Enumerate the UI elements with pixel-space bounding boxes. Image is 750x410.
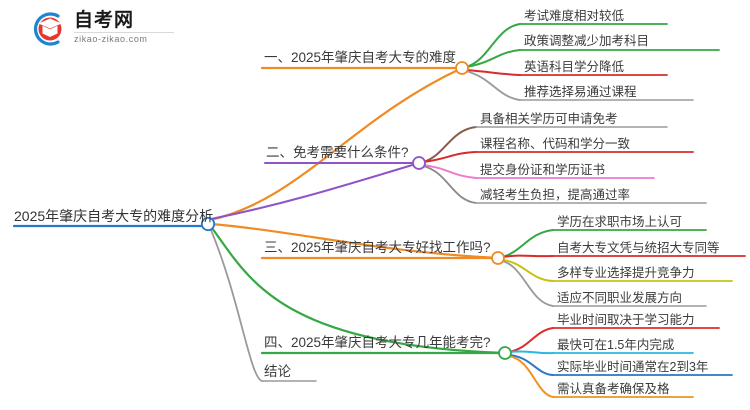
site-logo[interactable]: 自考网 zikao-zikao.com xyxy=(28,8,178,50)
branch-3-leaf-1-label[interactable]: 学历在求职市场上认可 xyxy=(557,215,683,229)
trunk-branch-2 xyxy=(210,162,420,220)
leaf-line-4-4 xyxy=(508,355,554,398)
leaf-line-1-2 xyxy=(465,49,521,68)
branch-1-label[interactable]: 一、2025年肇庆自考大专的难度 xyxy=(264,50,457,65)
branch-3-leaf-3-label[interactable]: 多样专业选择提升竞争力 xyxy=(557,266,695,280)
logo-divider xyxy=(74,32,174,33)
leaf-line-3-3 xyxy=(501,259,554,282)
leaf-line-3-4 xyxy=(501,260,554,307)
branch-1-node-circle[interactable] xyxy=(455,61,469,75)
branch-4-leaf-1-label[interactable]: 毕业时间取决于学习能力 xyxy=(557,313,695,327)
branch-3-node-circle[interactable] xyxy=(491,251,505,265)
branch-1-leaf-2-label[interactable]: 政策调整减少加考科目 xyxy=(524,34,650,48)
leaf-line-4-3 xyxy=(508,354,554,376)
leaf-line-1-3 xyxy=(465,69,521,76)
branch-4-leaf-3-label[interactable]: 实际毕业时间通常在2到3年 xyxy=(557,360,709,374)
leaf-line-4-1 xyxy=(508,327,554,353)
trunk-branch-5 xyxy=(210,229,263,382)
branch-5-label[interactable]: 结论 xyxy=(264,364,291,379)
branch-2-leaf-1-label[interactable]: 具备相关学历可申请免考 xyxy=(480,112,618,126)
trunk-branch-4 xyxy=(210,226,507,355)
branch-3-leaf-2-label[interactable]: 自考大专文凭与统招大专同等 xyxy=(557,241,720,255)
leaf-line-2-3 xyxy=(422,164,477,179)
branch-2-leaf-2-label[interactable]: 课程名称、代码和学分一致 xyxy=(480,137,631,151)
leaf-line-2-4 xyxy=(422,165,477,204)
branch-4-leaf-2-label[interactable]: 最快可在1.5年内完成 xyxy=(557,338,675,352)
graduation-cap-icon xyxy=(33,12,62,46)
leaf-line-4-2 xyxy=(508,350,554,355)
branch-2-leaf-4-label[interactable]: 减轻考生负担，提高通过率 xyxy=(480,188,631,202)
branch-1-leaf-3-label[interactable]: 英语科目学分降低 xyxy=(524,60,625,74)
leaf-line-2-1 xyxy=(422,126,477,163)
branch-4-node-circle[interactable] xyxy=(498,346,512,360)
root-node-circle[interactable] xyxy=(200,216,216,232)
branch-2-leaf-3-label[interactable]: 提交身份证和学历证书 xyxy=(480,163,606,177)
leaf-line-2-2 xyxy=(422,151,477,163)
logo-domain: zikao-zikao.com xyxy=(74,34,148,44)
branch-2-label[interactable]: 二、免考需要什么条件? xyxy=(266,145,409,160)
trunk-branch-1 xyxy=(208,66,464,222)
logo-brand: 自考网 xyxy=(74,10,135,31)
branch-1-leaf-4-label[interactable]: 推荐选择易通过课程 xyxy=(524,85,637,99)
leaf-line-1-4 xyxy=(465,70,521,101)
leaf-line-3-2 xyxy=(501,254,554,258)
branch-4-leaf-4-label[interactable]: 需认真备考确保及格 xyxy=(557,382,670,396)
branch-1-leaf-1-label[interactable]: 考试难度相对较低 xyxy=(524,9,625,23)
leaf-line-3-1 xyxy=(501,229,554,258)
branch-2-node-circle[interactable] xyxy=(412,156,426,170)
branch-4-label[interactable]: 四、2025年肇庆自考大专几年能考完? xyxy=(264,335,491,350)
branch-3-label[interactable]: 三、2025年肇庆自考大专好找工作吗? xyxy=(264,240,491,255)
branch-3-leaf-4-label[interactable]: 适应不同职业发展方向 xyxy=(557,291,683,305)
root-node-label[interactable]: 2025年肇庆自考大专的难度分析 xyxy=(14,208,214,224)
trunk-branch-3 xyxy=(210,222,500,260)
leaf-line-1-1 xyxy=(465,23,521,68)
